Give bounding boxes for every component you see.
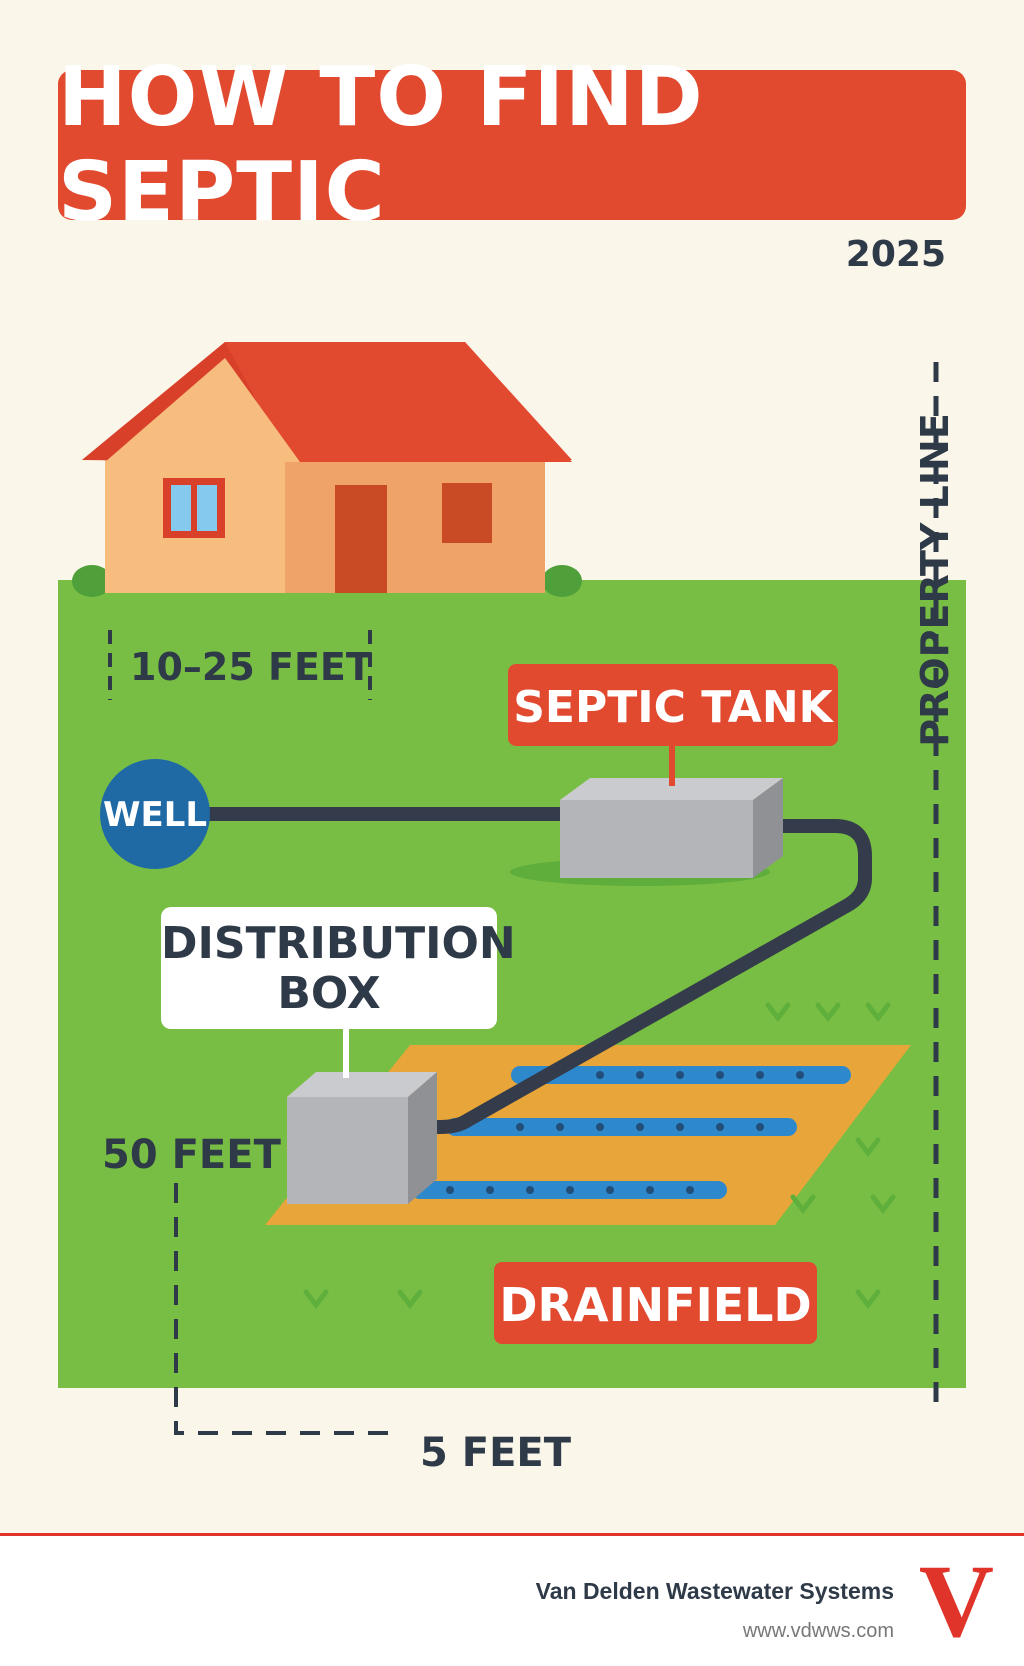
company-name: Van Delden Wastewater Systems [535, 1578, 894, 1604]
house-distance-label: 10–25 FEET [130, 645, 372, 689]
page-title: HOW TO FIND SEPTIC [58, 50, 704, 240]
distribution-box-label-line1: DISTRIBUTION [161, 918, 516, 969]
well-label: WELL [102, 795, 208, 835]
outlet-pipe [413, 819, 872, 1134]
grass-tufts [303, 1002, 896, 1310]
drainfield-label: DRAINFIELD [499, 1278, 812, 1332]
bush-right [542, 565, 582, 597]
septic-tank-label: SEPTIC TANK [513, 682, 833, 733]
company-logo: V [918, 1544, 994, 1659]
distribution-box-label-line2: BOX [277, 968, 381, 1019]
house-icon [82, 342, 572, 593]
drainfield-pipes [411, 1066, 851, 1199]
septic-tank-icon [510, 778, 783, 886]
septic-diagram [58, 342, 966, 1435]
well-distance-label: 50 FEET [102, 1132, 281, 1178]
property-line-label: PROPERTY LINE [913, 413, 957, 747]
year-label: 2025 [845, 234, 946, 275]
footer-divider [0, 1533, 1024, 1536]
property-setback-label: 5 FEET [420, 1430, 572, 1476]
distribution-box-icon [287, 1072, 437, 1204]
distribution-box-label-box [161, 907, 497, 1029]
title-banner: HOW TO FIND SEPTIC [58, 50, 966, 240]
footer: Van Delden Wastewater Systems www.vdwws.… [0, 1536, 1024, 1666]
website-link[interactable]: www.vdwws.com [742, 1620, 894, 1642]
well-icon [100, 759, 210, 869]
septic-tank-label-box [508, 664, 838, 746]
drainfield-label-box [494, 1262, 817, 1344]
property-setback-line [174, 1183, 395, 1435]
bush-left [72, 565, 112, 597]
